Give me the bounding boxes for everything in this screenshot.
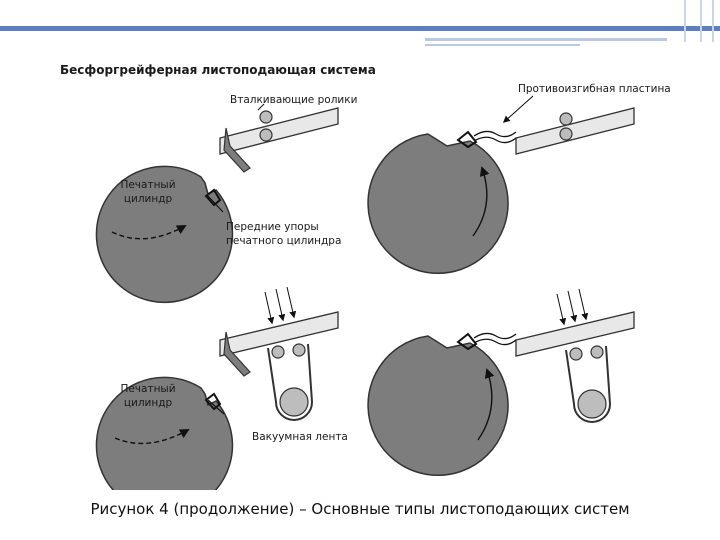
panel-top-right: Противоизгибная пластина (367, 83, 671, 275)
front-stop (456, 332, 478, 351)
front-stop (204, 188, 222, 207)
pushing-roller (559, 127, 573, 141)
cylinder-label-line1: Печатный (120, 179, 175, 191)
cylinder-label-line1: Печатный (120, 383, 175, 395)
printing-cylinder (367, 335, 509, 477)
belt-roller (271, 345, 285, 359)
lever (223, 331, 251, 377)
figure-title: Бесфоргрейферная листоподающая система (60, 63, 376, 77)
pushing-roller (559, 112, 573, 126)
label-front-stops-2: печатного цилиндра (226, 235, 341, 247)
printing-cylinder (95, 376, 234, 490)
feed-table (219, 107, 339, 155)
lever (223, 127, 251, 173)
sheet-feed-diagram: Бесфоргрейферная листоподающая система П… (60, 63, 671, 490)
rotation-arrow (111, 225, 187, 240)
cylinder-label-line2: цилиндр (124, 397, 173, 409)
front-stop (456, 130, 478, 149)
printing-cylinder (95, 165, 234, 304)
panel-bottom-left: Печатный цилиндр Вакуумная лента (95, 286, 348, 490)
label-front-stops-1: Передние упоры (226, 221, 319, 233)
header-accent-bar-light-2 (425, 44, 580, 46)
feed-table (219, 311, 339, 357)
header-vertical-line (700, 0, 702, 42)
label-vacuum-belt: Вакуумная лента (252, 431, 348, 443)
front-stop (204, 392, 222, 411)
anti-bend-plate (473, 332, 517, 340)
belt-drum (577, 389, 607, 419)
vacuum-belt (565, 345, 612, 423)
header-vertical-line (712, 0, 714, 42)
belt-roller (292, 343, 306, 357)
label-anti-bend-plate: Противоизгибная пластина (518, 83, 671, 95)
printing-cylinder (367, 133, 509, 275)
header-accent-bar-light (425, 38, 667, 41)
feed-table (515, 311, 635, 357)
figure-caption: Рисунок 4 (продолжение) – Основные типы … (90, 500, 630, 518)
header-vertical-line (684, 0, 686, 42)
header-accent-bar (0, 26, 720, 31)
pushing-roller (259, 110, 273, 124)
rotation-arrow (114, 429, 190, 445)
rotation-arrow (477, 368, 495, 441)
panel-top-left: Печатный цилиндр Вталкивающие ролики Пер… (95, 94, 357, 304)
belt-roller (590, 345, 604, 359)
panel-bottom-right (367, 288, 635, 477)
feed-table (515, 107, 635, 155)
rotation-arrow (472, 166, 490, 237)
vacuum-belt (267, 343, 314, 421)
belt-roller (569, 347, 583, 361)
cylinder-label-line2: цилиндр (124, 193, 173, 205)
pushing-roller (259, 128, 273, 142)
anti-bend-plate (473, 130, 517, 138)
belt-drum (279, 387, 309, 417)
label-pushing-rollers: Вталкивающие ролики (230, 94, 357, 106)
